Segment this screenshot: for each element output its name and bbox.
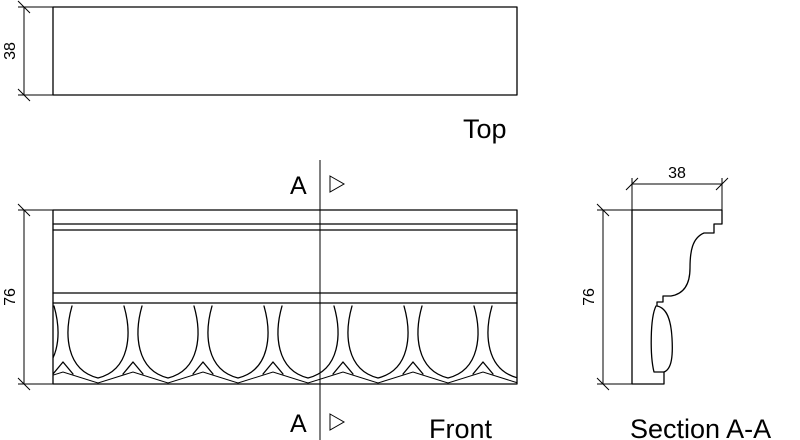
section-marker-bottom-letter: A bbox=[290, 410, 307, 438]
section-marker-bottom-arrow-icon bbox=[329, 413, 346, 431]
dart-ornament bbox=[192, 361, 214, 375]
section-depth-dimension: 38 bbox=[625, 165, 729, 210]
egg-ornament bbox=[207, 305, 269, 379]
dart-ornament bbox=[262, 361, 284, 375]
egg-and-dart-row bbox=[53, 305, 633, 384]
section-view-label: Section A-A bbox=[630, 414, 771, 440]
front-view-outline bbox=[52, 209, 518, 385]
egg-ornament bbox=[558, 306, 618, 378]
section-egg-profile bbox=[650, 305, 665, 373]
section-height-dimension: 76 bbox=[581, 203, 632, 391]
dart-ornament bbox=[543, 362, 563, 374]
section-marker-top-letter: A bbox=[290, 172, 307, 200]
egg-ornament bbox=[137, 305, 199, 379]
dart-ornament bbox=[53, 361, 74, 375]
top-depth-label: 38 bbox=[2, 42, 19, 60]
front-view: 76 A A Front bbox=[2, 160, 633, 440]
section-marker-top: A bbox=[290, 172, 346, 200]
top-view-outline bbox=[52, 6, 518, 96]
dart-ornament bbox=[613, 362, 633, 374]
dart-zigzag bbox=[53, 371, 517, 384]
dart-ornament bbox=[402, 361, 424, 375]
top-depth-dimension: 38 bbox=[2, 0, 53, 102]
section-marker-bottom: A bbox=[290, 410, 346, 438]
front-view-label: Front bbox=[429, 414, 493, 440]
dart-ornament bbox=[332, 361, 354, 375]
section-view: 38 76 Section A-A bbox=[581, 165, 771, 440]
egg-ornament bbox=[67, 305, 129, 379]
top-view-label: Top bbox=[463, 114, 507, 144]
top-view: 38 Top bbox=[2, 0, 518, 144]
egg-ornament bbox=[417, 305, 479, 379]
egg-ornament bbox=[277, 305, 339, 379]
dart-ornament bbox=[472, 361, 494, 375]
front-height-label: 76 bbox=[2, 288, 19, 306]
egg-ornament bbox=[487, 305, 517, 379]
dart-ornament bbox=[122, 361, 144, 375]
front-height-dimension: 76 bbox=[2, 203, 53, 391]
section-marker-top-arrow-icon bbox=[329, 175, 346, 193]
section-profile bbox=[631, 209, 723, 385]
section-depth-label: 38 bbox=[668, 165, 686, 182]
section-height-label: 76 bbox=[581, 288, 598, 306]
egg-ornament bbox=[53, 305, 59, 360]
egg-ornament bbox=[347, 305, 409, 379]
